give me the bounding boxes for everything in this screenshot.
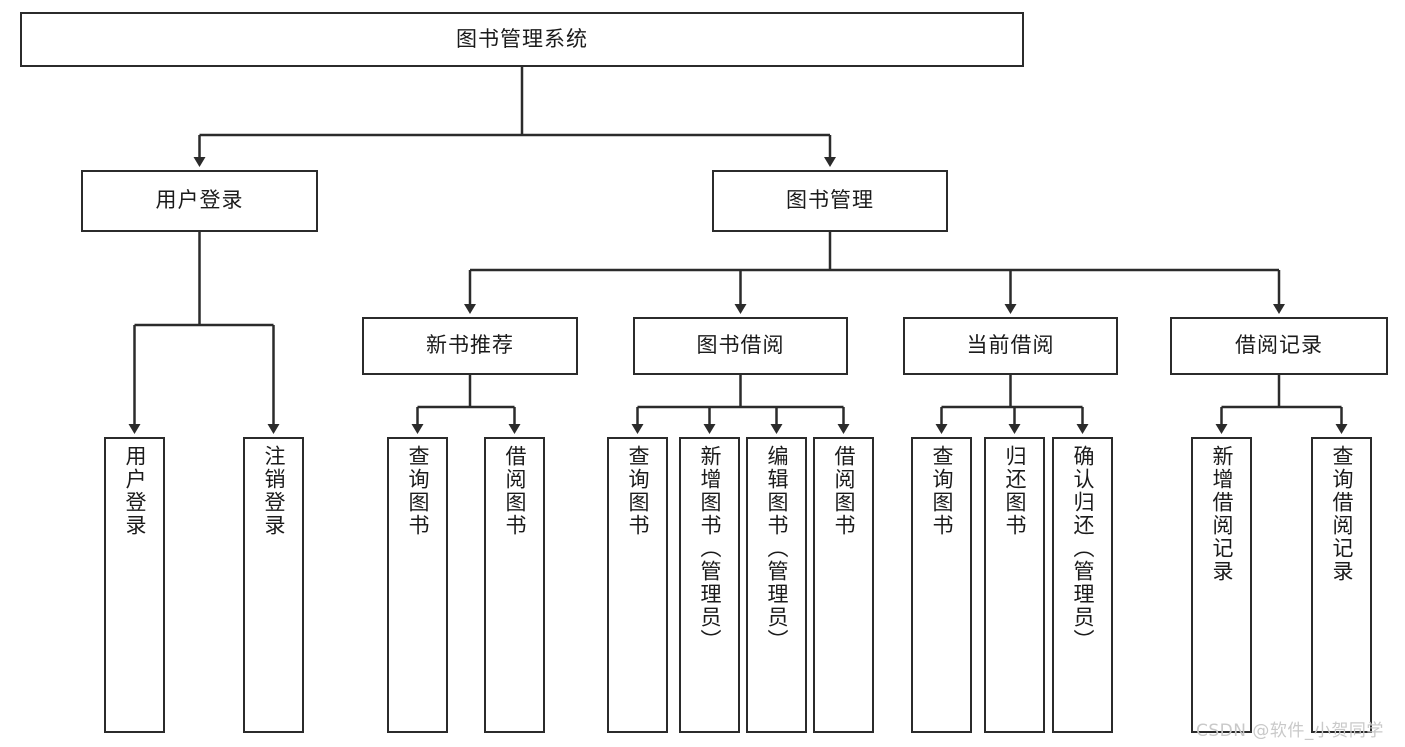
node-label: 借阅图书: [502, 445, 527, 537]
node-leaf-新增图书管理员-5[interactable]: 新增图书（管理员）: [679, 437, 740, 733]
node-leaf-确认归还管理员-10[interactable]: 确认归还（管理员）: [1052, 437, 1113, 733]
node-level2-用户登录-0[interactable]: 用户登录: [81, 170, 318, 232]
node-leaf-编辑图书管理员-6[interactable]: 编辑图书（管理员）: [746, 437, 807, 733]
node-label: 图书管理: [786, 188, 874, 213]
node-leaf-注销登录-1[interactable]: 注销登录: [243, 437, 304, 733]
node-leaf-查询图书-4[interactable]: 查询图书: [607, 437, 668, 733]
csdn-watermark: CSDN @软件_小贺同学: [1196, 721, 1384, 741]
node-label: 查询借阅记录: [1329, 445, 1354, 583]
node-label: 归还图书: [1002, 445, 1027, 537]
node-leaf-新增借阅记录-11[interactable]: 新增借阅记录: [1191, 437, 1252, 733]
node-label: 用户登录: [122, 445, 147, 537]
node-level3-图书借阅-1[interactable]: 图书借阅: [633, 317, 848, 375]
node-label: 查询图书: [929, 445, 954, 537]
node-leaf-借阅图书-7[interactable]: 借阅图书: [813, 437, 874, 733]
node-label: 确认归还（管理员）: [1070, 445, 1095, 652]
node-label: 图书借阅: [696, 333, 785, 358]
node-level3-当前借阅-2[interactable]: 当前借阅: [903, 317, 1118, 375]
node-label: 注销登录: [261, 445, 286, 537]
node-leaf-用户登录-0[interactable]: 用户登录: [104, 437, 165, 733]
node-level3-新书推荐-0[interactable]: 新书推荐: [362, 317, 578, 375]
node-leaf-查询借阅记录-12[interactable]: 查询借阅记录: [1311, 437, 1372, 733]
node-label: 查询图书: [405, 445, 430, 537]
node-label: 当前借阅: [966, 333, 1055, 358]
node-label: 借阅图书: [831, 445, 856, 537]
node-label: 新增图书（管理员）: [697, 445, 722, 652]
node-label: 新书推荐: [426, 333, 514, 358]
node-label: 查询图书: [625, 445, 650, 537]
node-label: 编辑图书（管理员）: [764, 445, 789, 652]
node-level3-借阅记录-3[interactable]: 借阅记录: [1170, 317, 1388, 375]
node-root-0[interactable]: 图书管理系统: [20, 12, 1024, 67]
node-leaf-归还图书-9[interactable]: 归还图书: [984, 437, 1045, 733]
node-leaf-查询图书-8[interactable]: 查询图书: [911, 437, 972, 733]
node-leaf-查询图书-2[interactable]: 查询图书: [387, 437, 448, 733]
node-leaf-借阅图书-3[interactable]: 借阅图书: [484, 437, 545, 733]
node-label: 借阅记录: [1235, 333, 1323, 358]
node-level2-图书管理-1[interactable]: 图书管理: [712, 170, 948, 232]
node-label: 用户登录: [155, 188, 244, 213]
node-label: 新增借阅记录: [1209, 445, 1234, 583]
node-label: 图书管理系统: [456, 26, 588, 51]
